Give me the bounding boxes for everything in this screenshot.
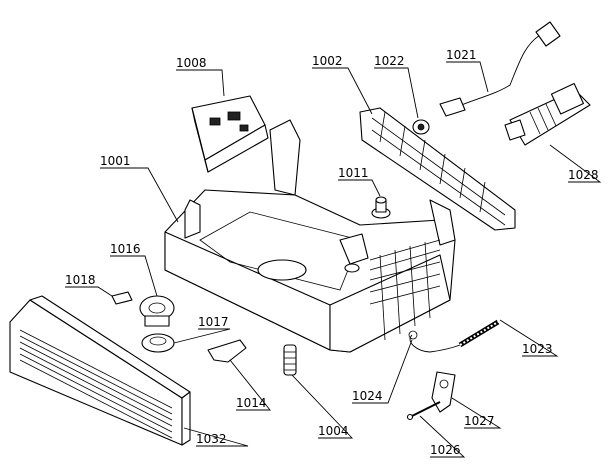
part-1002-filter-grid (359, 107, 516, 231)
part-1023-hinge-spring (458, 319, 500, 348)
part-1004-spring (283, 344, 297, 376)
part-1018-clip (111, 291, 133, 305)
label-1021: 1021 (446, 48, 477, 62)
label-1018: 1018 (65, 273, 96, 287)
part-1032-kick-panel (9, 295, 191, 446)
label-1002: 1002 (312, 54, 343, 68)
label-1016: 1016 (110, 242, 141, 256)
label-1026: 1026 (430, 443, 461, 457)
part-1017-cap (141, 333, 175, 353)
label-1004: 1004 (318, 424, 349, 438)
label-1023: 1023 (522, 342, 553, 356)
leader-lines (65, 61, 602, 458)
part-1001-base-tub (164, 119, 456, 353)
part-1024-cable (408, 330, 461, 353)
part-1028-pump-assembly (504, 82, 591, 146)
part-1014-bracket (207, 339, 247, 363)
part-1027-hinge-plate (431, 371, 456, 413)
label-1027: 1027 (464, 414, 495, 428)
label-1032: 1032 (196, 432, 227, 446)
label-1011: 1011 (338, 166, 369, 180)
part-1026-bolt (406, 401, 441, 421)
part-1008-control-module (191, 95, 269, 173)
label-1024: 1024 (352, 389, 383, 403)
label-1008: 1008 (176, 56, 207, 70)
part-1021-power-cord (439, 21, 561, 117)
label-1022: 1022 (374, 54, 405, 68)
label-1001: 1001 (100, 154, 131, 168)
part-labels: 1001 1008 1002 1022 1021 1028 1011 1016 … (65, 48, 599, 457)
label-1017: 1017 (198, 315, 229, 329)
label-1028: 1028 (568, 168, 599, 182)
label-1014: 1014 (236, 396, 267, 410)
part-1016-valve (139, 295, 175, 327)
part-1011-float (371, 196, 391, 219)
part-1022-knob (412, 119, 430, 135)
